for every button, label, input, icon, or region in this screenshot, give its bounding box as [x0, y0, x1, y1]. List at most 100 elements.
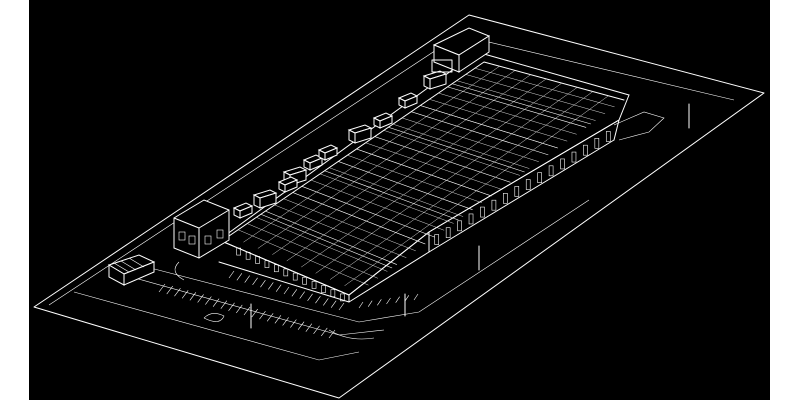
parking-stripe — [260, 279, 266, 288]
parking-stripe — [305, 323, 313, 332]
parking-stripe — [174, 288, 181, 297]
facade-window — [583, 144, 588, 156]
parking-stripe — [236, 304, 243, 314]
roof-grid-line — [347, 154, 483, 204]
parking-stripe — [228, 270, 235, 279]
side-drive — [613, 111, 665, 141]
rooftop-unit — [317, 144, 339, 161]
bay-divider — [420, 105, 558, 149]
front-wall-bottom — [218, 139, 615, 303]
parking-stripe — [236, 273, 243, 281]
parking-stripe — [290, 319, 297, 328]
rooftop-unit — [347, 124, 373, 144]
rooftop-unit — [232, 202, 254, 219]
bay-divider — [452, 83, 591, 125]
parking-stripe — [313, 325, 320, 334]
mechanical-units — [232, 52, 469, 219]
parking-stripe — [328, 329, 336, 339]
facade-window — [560, 158, 565, 170]
main-building — [217, 51, 630, 303]
parking-stripe — [367, 300, 373, 307]
facade-window — [339, 293, 345, 302]
parking-stripe — [252, 277, 258, 286]
parking-stripe — [321, 327, 328, 337]
facade-window — [283, 268, 289, 277]
roof-grid-line — [392, 123, 530, 169]
roof-grid-line — [401, 117, 539, 162]
parking-stripe — [166, 285, 173, 295]
parking-stripe — [189, 292, 197, 301]
parking-stripe — [251, 308, 258, 318]
roof-grid-line — [365, 142, 502, 190]
bay-divider — [388, 126, 525, 173]
parking-stripe — [413, 293, 419, 301]
roof-grid-line — [429, 99, 568, 142]
parking-stripe — [307, 293, 313, 302]
roof-grid-line — [456, 80, 596, 121]
bay-divider — [324, 170, 459, 221]
facade-window — [594, 138, 600, 149]
roof-grid-line — [374, 136, 511, 183]
parking-stripe — [299, 291, 305, 299]
parking-stripe — [228, 302, 235, 311]
roof-grid-line — [474, 67, 615, 108]
parking-stripe — [197, 294, 204, 303]
facade-window — [468, 213, 474, 225]
parking-stripe — [404, 295, 410, 302]
parking-stripe — [395, 296, 400, 303]
parking-stripe — [315, 295, 321, 304]
facade-window — [445, 227, 451, 238]
rooftop-unit — [422, 70, 448, 90]
facade-window — [330, 289, 336, 298]
corner-block — [431, 27, 491, 73]
parking-stripe — [158, 283, 166, 293]
roof-outline — [217, 51, 630, 296]
curb-island-3 — [203, 313, 225, 322]
parking-stripe — [268, 282, 274, 290]
curb-island-1 — [328, 329, 375, 340]
roof-grid-line — [274, 204, 407, 258]
rooftop-unit — [302, 154, 324, 171]
parking-stripe — [259, 311, 266, 320]
facade-window — [311, 281, 317, 289]
roof-grid-line — [447, 86, 587, 128]
facade-window — [236, 247, 242, 256]
parking-stripe — [297, 321, 305, 330]
facade-window — [537, 172, 542, 183]
site-plan-drawing — [33, 14, 765, 399]
roof-grid-line — [465, 74, 606, 114]
bay-lines — [260, 83, 591, 269]
facade-window — [548, 165, 554, 177]
road-edge-3 — [138, 199, 590, 323]
parking-stripe — [330, 300, 337, 308]
roof-grid-line — [338, 161, 473, 210]
facade-window — [274, 264, 279, 273]
roof-grid-line — [238, 229, 369, 286]
parking-stripe — [282, 317, 289, 326]
parking-stripe — [243, 306, 251, 316]
roof-grid-line — [411, 111, 549, 156]
road-edge-1 — [73, 291, 360, 361]
bay-divider — [260, 213, 393, 269]
facade-window — [255, 256, 260, 264]
roof-grid-line — [256, 217, 388, 272]
roof-grid-line — [301, 186, 435, 238]
facade-windows — [236, 131, 611, 302]
bay-divider — [292, 192, 426, 245]
roof-grid-line — [247, 223, 379, 279]
facade-window — [245, 251, 251, 260]
cad-viewport[interactable] — [29, 0, 770, 400]
facade-window — [571, 151, 577, 163]
bay-divider — [356, 148, 492, 197]
roof-grid-line — [265, 210, 397, 265]
parking-stripe — [291, 289, 298, 297]
parking-stripe — [377, 299, 382, 306]
rooftop-unit — [397, 92, 419, 109]
facade-window — [321, 285, 326, 293]
parking-stripe — [220, 300, 228, 309]
roof-grid-line — [329, 167, 464, 217]
facade-window — [480, 206, 485, 218]
facade-window — [514, 186, 520, 197]
curb-island-2 — [174, 261, 185, 281]
parking-stripe — [266, 313, 274, 322]
